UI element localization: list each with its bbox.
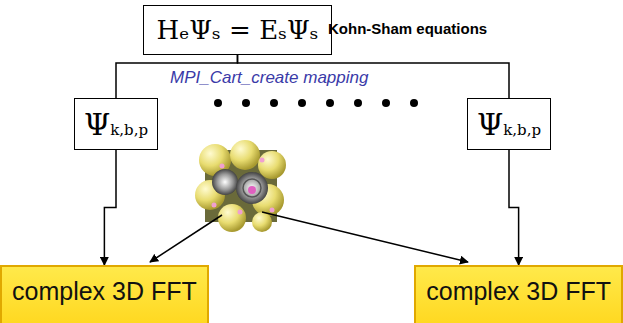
node-text: Ψk,b,p: [477, 107, 541, 142]
node-text: HₑΨₛ = EₛΨₛ: [157, 15, 319, 45]
molecule-picture: [195, 140, 286, 232]
node-text: Ψk,b,p: [84, 107, 148, 142]
title-label: Kohn-Sham equations: [328, 20, 487, 37]
connector: [509, 150, 519, 265]
node-text: complex 3D FFT: [12, 277, 197, 306]
equation-box: HₑΨₛ = EₛΨₛ: [143, 5, 333, 55]
wavefunction-box: Ψk,b,p: [74, 98, 158, 150]
fft-box: complex 3D FFT: [414, 265, 623, 323]
connector: [104, 150, 116, 265]
dots: [214, 99, 418, 107]
wavefunction-box: Ψk,b,p: [467, 98, 551, 150]
picture-arrows: [150, 212, 468, 262]
node-text: complex 3D FFT: [426, 277, 611, 306]
mapping-label: MPI_Cart_create mapping: [170, 68, 368, 88]
fft-box: complex 3D FFT: [0, 265, 209, 323]
